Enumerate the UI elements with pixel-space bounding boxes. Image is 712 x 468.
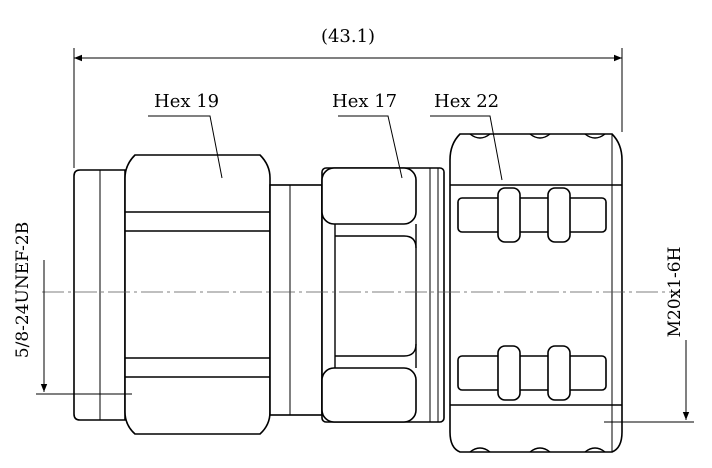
- neck-section: [269, 184, 323, 416]
- hex-19-callout: Hex 19: [148, 91, 223, 179]
- hex-19-nut: [124, 154, 271, 435]
- hex-17-callout: Hex 17: [332, 91, 403, 179]
- overall-length-dimension: (43.1): [73, 26, 623, 168]
- knurl-lower: [457, 345, 607, 401]
- knurl-upper: [457, 187, 607, 243]
- left-thread-dimension: 5/8-24UNEF-2B: [13, 222, 132, 395]
- hex-22-label: Hex 22: [434, 91, 499, 112]
- left-threaded-body: [73, 169, 126, 421]
- right-thread-label: M20x1-6H: [665, 247, 685, 338]
- hex-19-label: Hex 19: [154, 91, 219, 112]
- left-thread-label: 5/8-24UNEF-2B: [13, 222, 33, 358]
- hex-17-label: Hex 17: [332, 91, 397, 112]
- hex-22-coupling-nut: [449, 133, 623, 453]
- overall-length-label: (43.1): [321, 26, 375, 47]
- hex-22-callout: Hex 22: [430, 91, 503, 181]
- hex-17-nut: [321, 167, 445, 423]
- right-thread-dimension: M20x1-6H: [604, 247, 694, 423]
